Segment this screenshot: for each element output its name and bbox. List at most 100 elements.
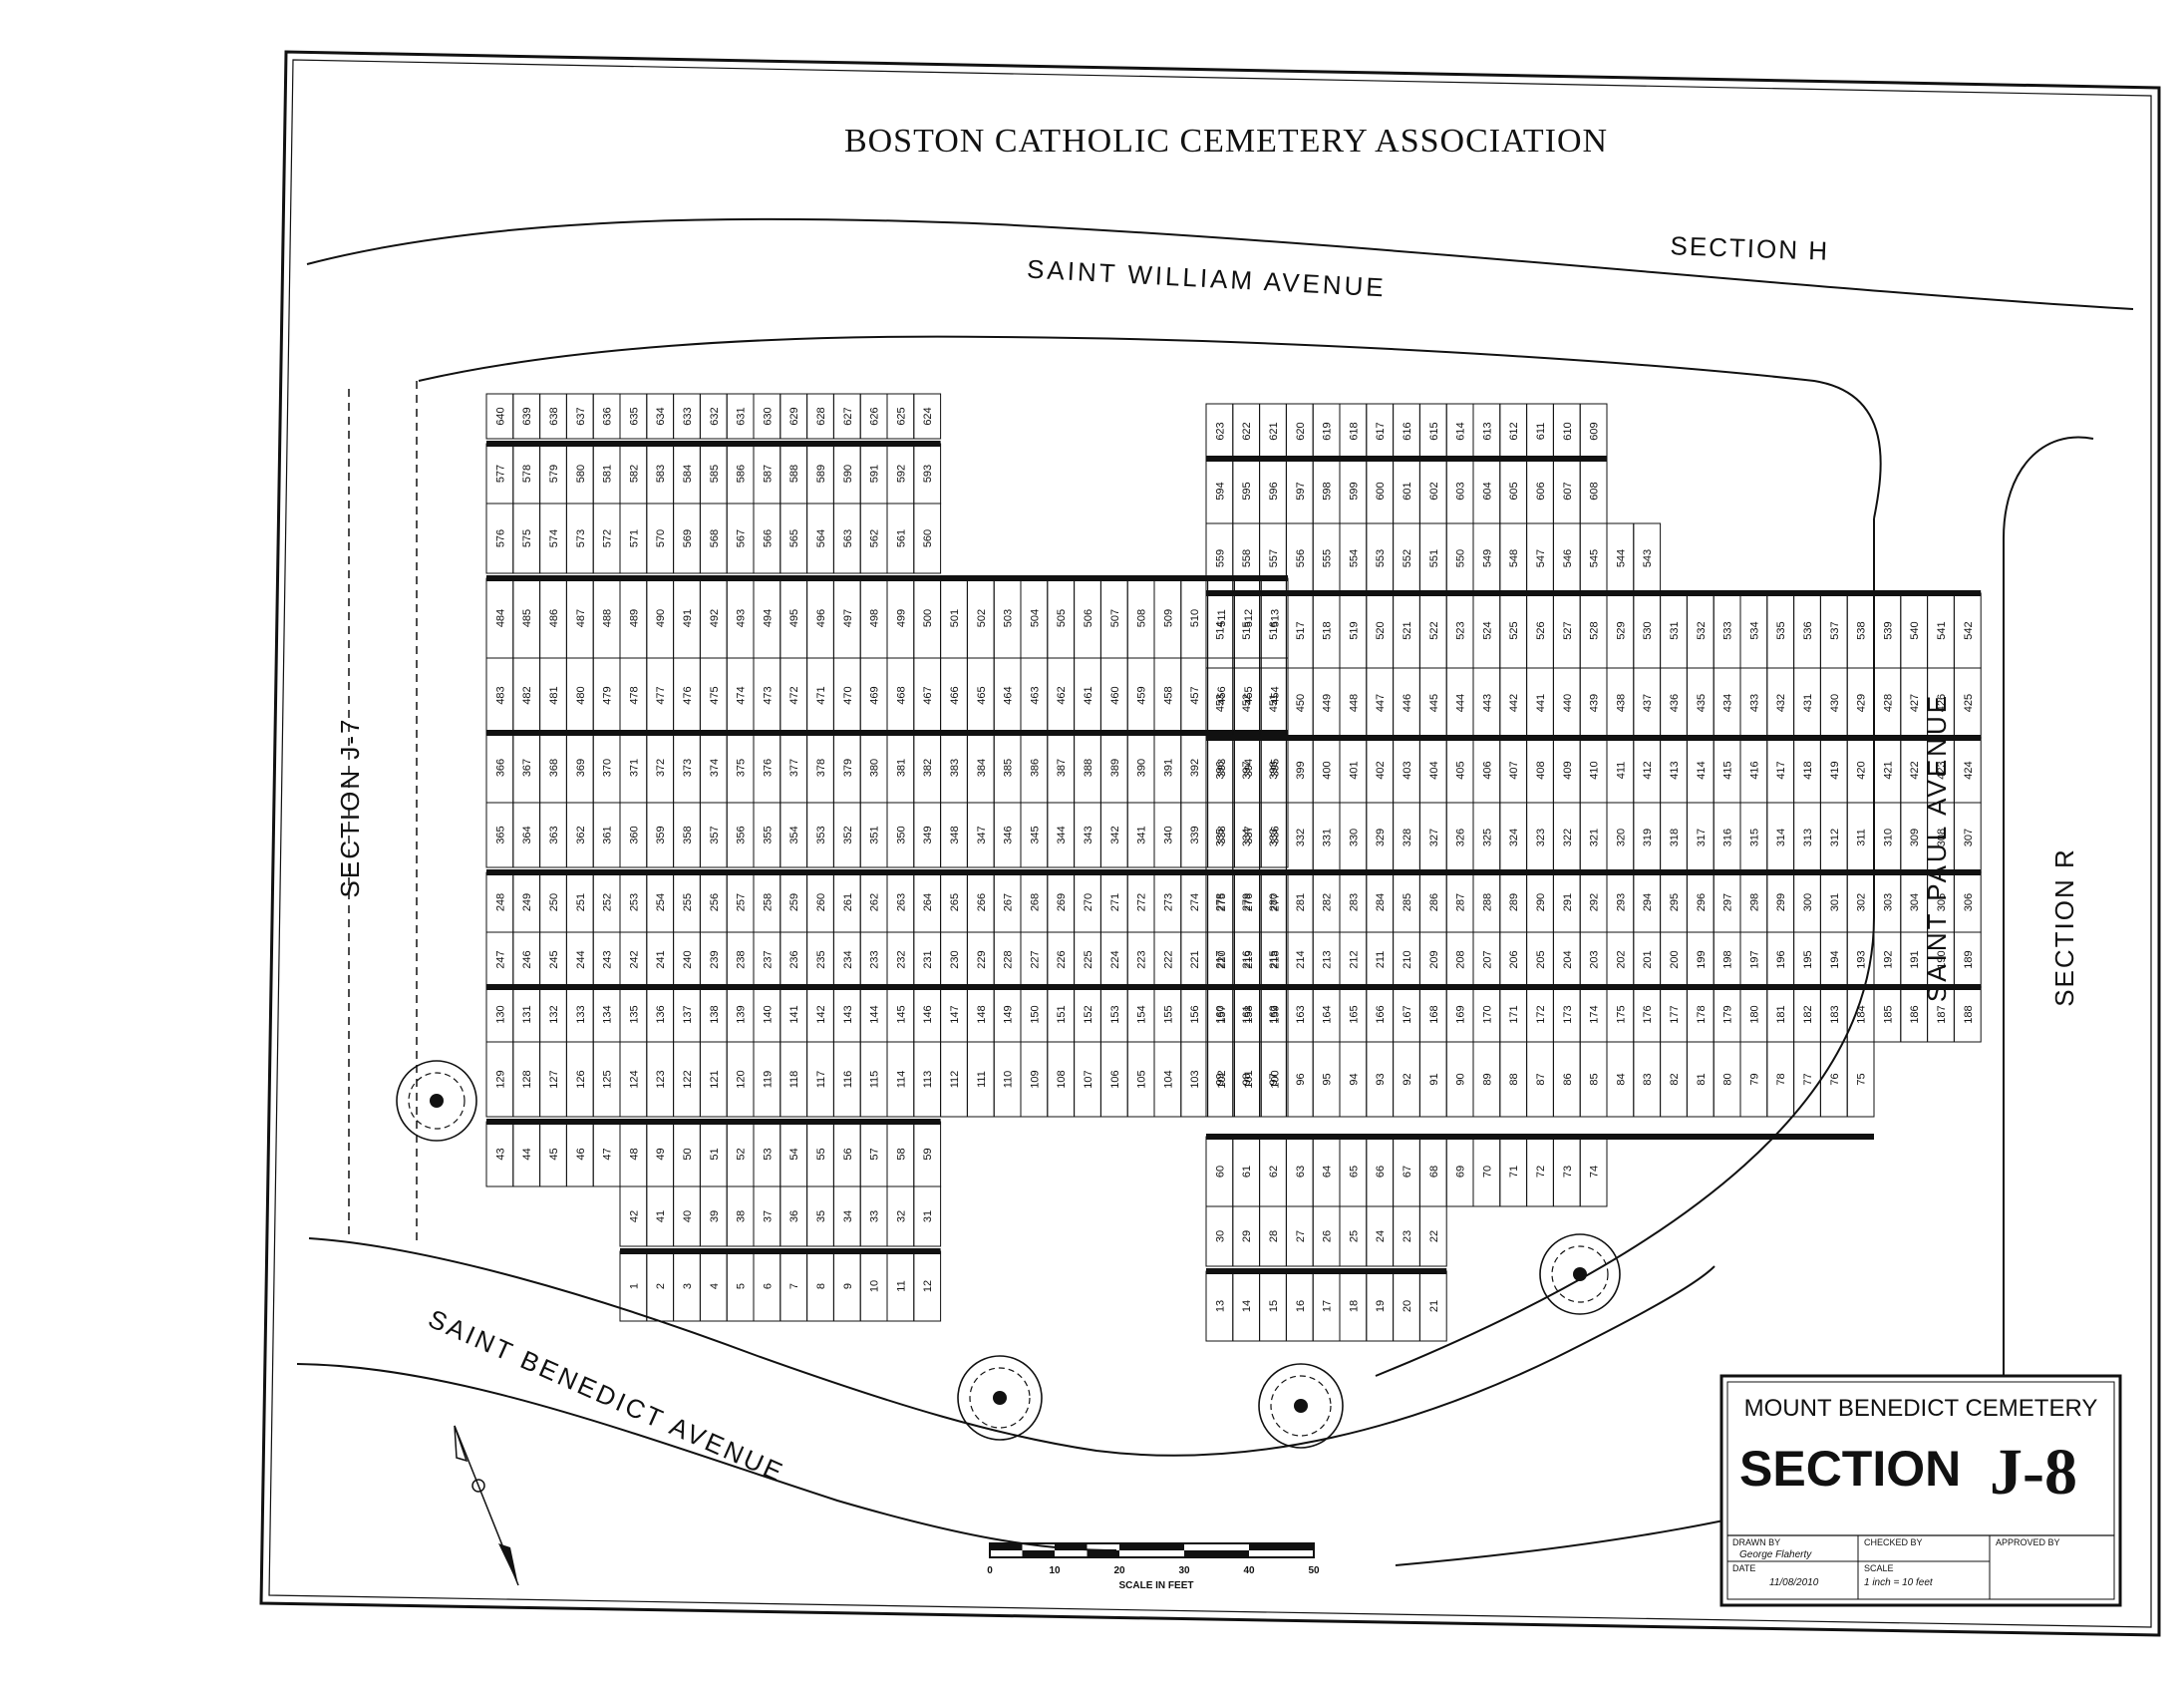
- plot-number: 373: [682, 759, 694, 777]
- plot-number: 120: [736, 1070, 748, 1088]
- plot-number: 623: [1214, 422, 1226, 440]
- plot-number: 457: [1189, 686, 1201, 704]
- plot-number: 90: [1455, 1073, 1467, 1085]
- plot-number: 213: [1322, 950, 1334, 968]
- plot-number: 94: [1348, 1073, 1360, 1085]
- plot-number: 206: [1508, 950, 1520, 968]
- plot-number: 394: [1243, 759, 1255, 777]
- plot-number: 512: [1243, 609, 1255, 627]
- plot-number: 481: [548, 686, 560, 704]
- plot-number: 291: [1562, 893, 1574, 911]
- plot-number: 51: [709, 1148, 721, 1160]
- plot-number: 505: [1056, 609, 1068, 627]
- plot-number: 84: [1615, 1073, 1627, 1085]
- plot-number: 314: [1775, 829, 1787, 846]
- plot-number: 92: [1402, 1073, 1413, 1085]
- plot-number: 467: [922, 686, 934, 704]
- plot-number: 109: [1029, 1070, 1041, 1088]
- plot-number: 233: [869, 950, 881, 968]
- plot-number: 243: [602, 950, 614, 968]
- plot-number: 561: [895, 529, 907, 547]
- plot-number: 539: [1882, 621, 1894, 639]
- plot-number: 93: [1375, 1073, 1387, 1085]
- plot-number: 428: [1882, 694, 1894, 712]
- tree-icon-south-right: [1258, 1363, 1344, 1449]
- title-block-cemetery: MOUNT BENEDICT CEMETERY: [1744, 1395, 2098, 1422]
- plot-number: 268: [1029, 893, 1041, 911]
- plot-number: 239: [709, 950, 721, 968]
- plot-number: 399: [1295, 761, 1307, 779]
- plot-number: 354: [788, 826, 800, 843]
- plot-number: 581: [602, 465, 614, 483]
- plot-number: 259: [788, 893, 800, 911]
- plot-number: 434: [1722, 694, 1734, 712]
- plot-number: 187: [1936, 1005, 1948, 1023]
- plot-number: 172: [1535, 1005, 1547, 1023]
- north-arrow-icon: [454, 1425, 519, 1586]
- plot-number: 148: [976, 1005, 988, 1023]
- plot-number: 169: [1455, 1005, 1467, 1023]
- plot-number: 215: [1268, 950, 1280, 968]
- saint-paul-avenue-label: SAINT PAUL AVENUE: [1922, 693, 1952, 1002]
- plot-number: 229: [976, 950, 988, 968]
- plot-number: 634: [655, 407, 667, 425]
- plot-number: 284: [1375, 893, 1387, 911]
- plot-number: 578: [521, 465, 533, 483]
- plot-number: 548: [1508, 549, 1520, 567]
- plot-number: 293: [1615, 893, 1627, 911]
- plot-number: 143: [842, 1005, 854, 1023]
- plot-number: 36: [788, 1210, 800, 1222]
- plot-number: 444: [1455, 694, 1467, 712]
- plot-number: 414: [1696, 761, 1708, 779]
- plot-number: 587: [762, 465, 774, 483]
- plot-number: 337: [1243, 826, 1255, 843]
- plot-number: 612: [1508, 422, 1520, 440]
- plot-number: 303: [1882, 893, 1894, 911]
- plot-number: 446: [1402, 694, 1413, 712]
- plot-number: 237: [762, 950, 774, 968]
- approved-by-label: APPROVED BY: [1996, 1537, 2060, 1547]
- plot-number: 530: [1642, 621, 1654, 639]
- plot-number: 246: [521, 950, 533, 968]
- plot-number: 465: [976, 686, 988, 704]
- plot-number: 30: [1214, 1230, 1226, 1242]
- plot-number: 108: [1056, 1070, 1068, 1088]
- plot-number: 379: [842, 759, 854, 777]
- plot-number: 249: [521, 893, 533, 911]
- plot-number: 158: [1243, 1005, 1255, 1023]
- plot-number: 188: [1963, 1005, 1975, 1023]
- plot-number: 294: [1642, 893, 1654, 911]
- plot-number: 301: [1829, 893, 1841, 911]
- plot-number: 240: [682, 950, 694, 968]
- plot-number: 255: [682, 893, 694, 911]
- row-separator: [486, 869, 1288, 875]
- plot-number: 426: [1936, 694, 1948, 712]
- plot-number: 106: [1109, 1070, 1121, 1088]
- plot-number: 211: [1375, 951, 1387, 969]
- plot-number: 391: [1162, 759, 1174, 777]
- plot-number: 308: [1936, 829, 1948, 846]
- plot-number: 13: [1214, 1300, 1226, 1312]
- row-separator: [1206, 984, 1982, 990]
- plot-number: 614: [1455, 422, 1467, 440]
- plot-number: 474: [736, 686, 748, 704]
- plot-number: 242: [628, 950, 640, 968]
- plot-number: 499: [895, 609, 907, 627]
- plot-cell: [913, 503, 942, 574]
- scale-tick-50: 50: [1308, 1565, 1320, 1576]
- plot-number: 604: [1481, 482, 1493, 500]
- plot-number: 69: [1455, 1166, 1467, 1178]
- plot-number: 386: [1029, 759, 1041, 777]
- plot-number: 192: [1882, 950, 1894, 968]
- plot-number: 546: [1562, 549, 1574, 567]
- plot-number: 333: [1268, 829, 1280, 846]
- plot-number: 506: [1083, 609, 1094, 627]
- plot-number: 613: [1481, 422, 1493, 440]
- plot-number: 480: [575, 686, 587, 704]
- plot-number: 475: [709, 686, 721, 704]
- plot-number: 156: [1189, 1005, 1201, 1023]
- plot-number: 95: [1322, 1073, 1334, 1085]
- plot-number: 455: [1243, 686, 1255, 704]
- saint-benedict-avenue-north-edge: [308, 1237, 1716, 1457]
- plot-number: 160: [1214, 1005, 1226, 1023]
